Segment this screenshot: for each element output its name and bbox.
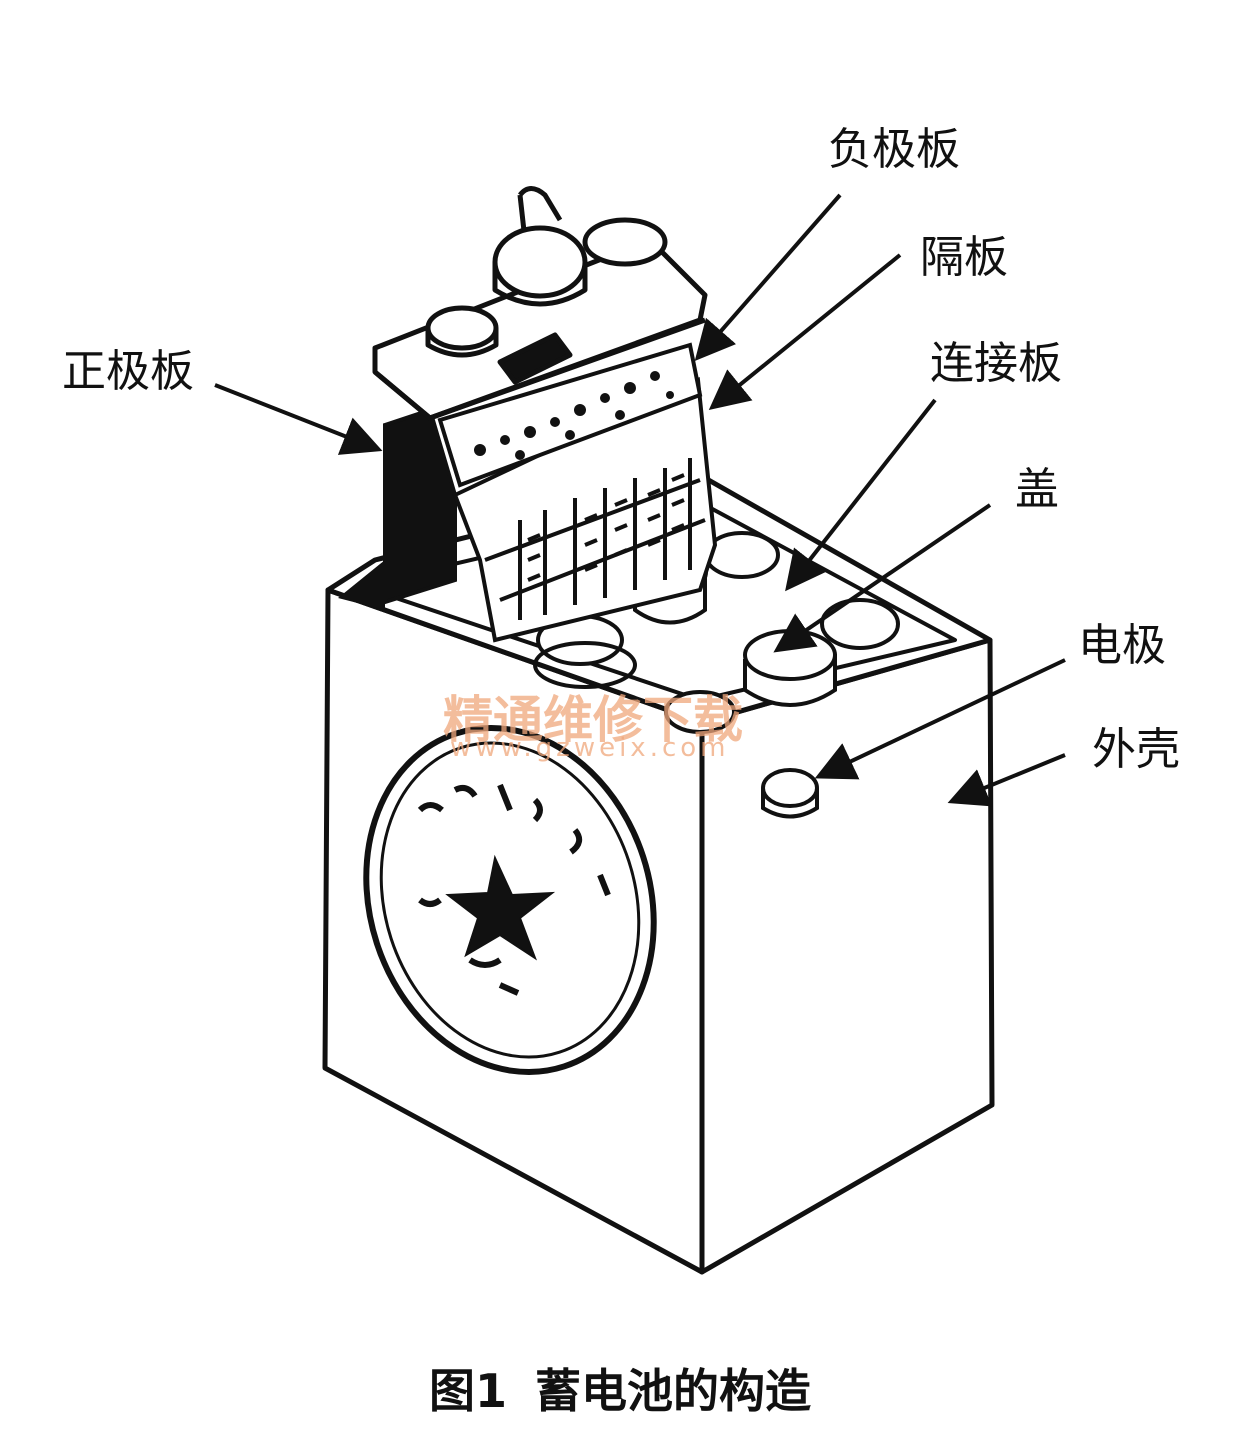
arrow-positive-plate bbox=[214, 383, 383, 455]
arrow-case bbox=[947, 753, 1066, 807]
label-electrode: 电极 bbox=[1078, 620, 1166, 671]
figure-title: 蓄电池的构造 bbox=[535, 1364, 811, 1418]
case-right-face bbox=[699, 637, 995, 1275]
connector-cap bbox=[492, 225, 588, 299]
electrode-terminal bbox=[761, 768, 819, 808]
watermark-text: 精通维修下载 bbox=[443, 691, 743, 749]
arrow-connector bbox=[785, 398, 937, 592]
arrow-separator bbox=[708, 253, 902, 411]
figure-number: 图1 bbox=[428, 1364, 507, 1418]
arrow-cover bbox=[773, 503, 992, 653]
label-negative-plate: 负极板 bbox=[828, 124, 960, 175]
label-cover: 盖 bbox=[1015, 464, 1059, 515]
arrow-electrode bbox=[814, 658, 1066, 780]
label-case: 外壳 bbox=[1092, 724, 1180, 775]
star-icon bbox=[445, 854, 556, 961]
figure-caption: 图1 蓄电池的构造 bbox=[0, 1355, 1240, 1421]
arrow-negative-plate bbox=[694, 193, 842, 362]
label-connector: 连接板 bbox=[930, 338, 1062, 389]
watermark-url: www.gzweix.com bbox=[450, 733, 730, 763]
separator-band bbox=[437, 342, 703, 488]
terminal-cap bbox=[704, 531, 780, 579]
label-separator: 隔板 bbox=[920, 232, 1008, 283]
label-positive-plate: 正极板 bbox=[62, 346, 194, 397]
emblem-seal bbox=[363, 725, 657, 1075]
